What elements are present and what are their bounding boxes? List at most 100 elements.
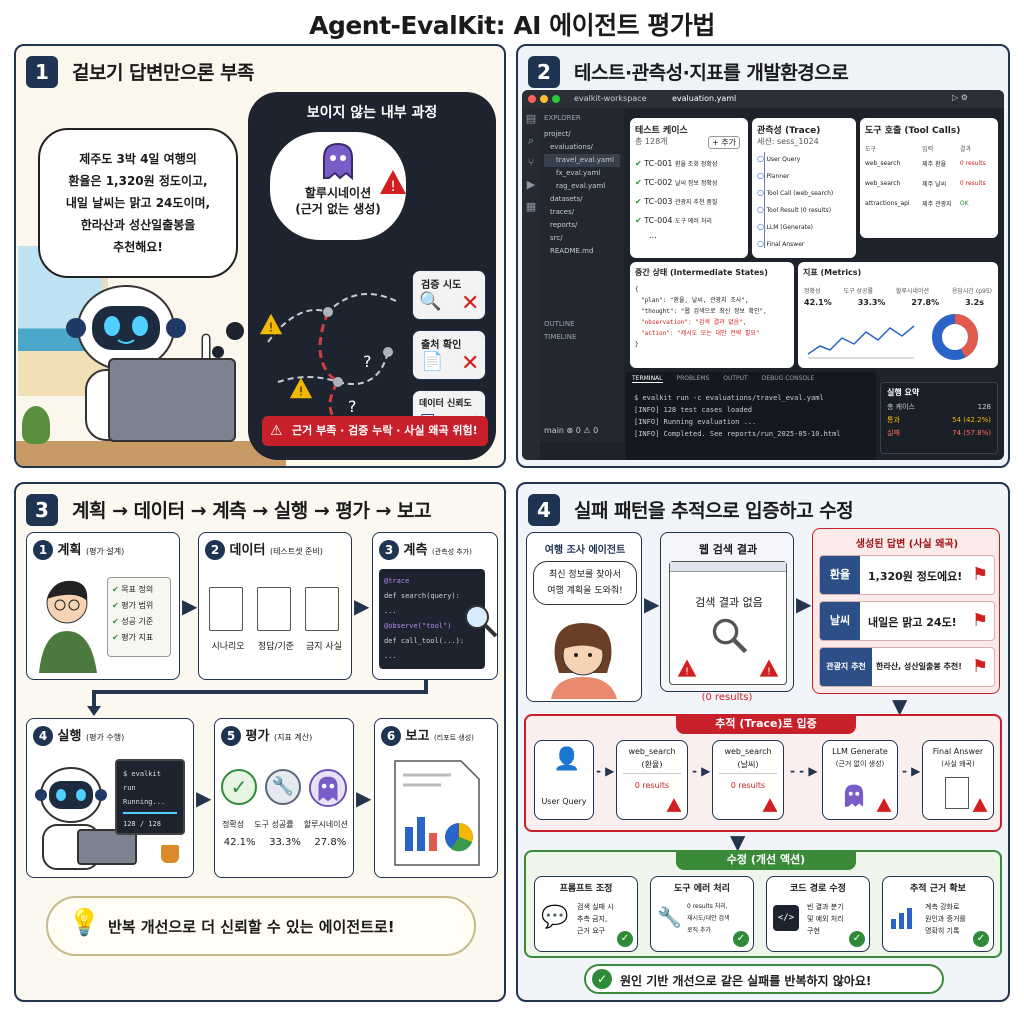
check-icon: ✓ [733,931,749,947]
tree-item[interactable]: reports/ [550,221,578,229]
tree-item[interactable]: traces/ [550,208,575,216]
warning-icon [666,798,682,812]
tab-output[interactable]: OUTPUT [723,375,748,382]
warning-icon: ! [380,170,406,195]
tab-terminal[interactable]: TERMINAL [632,375,663,383]
tab-problems[interactable]: PROBLEMS [676,375,710,382]
zero-results-label: (0 results) [701,692,753,703]
panel4-footer: ✓ 원인 기반 개선으로 같은 실패를 반복하지 않아요! [584,964,944,994]
chart-icon [891,908,912,929]
svg-text:!: ! [685,666,689,677]
ghost-icon [323,142,353,180]
hidden-process-title: 보이지 않는 내부 과정 [306,105,438,121]
extensions-icon[interactable]: ▦ [525,200,537,213]
test-row[interactable]: ✔ TC-003 관광지 추천 품질 [635,197,718,206]
fail-x-icon: ✕ [461,291,480,316]
test-row[interactable]: ✔ TC-002 날씨 정보 정확성 [635,178,718,187]
trace-node: LLM Generate (근거 없이 생성) [822,740,898,820]
speech-line: 제주도 3박 4일 여행의 [79,152,197,166]
wrench-icon: 🔧 [657,905,682,929]
editor-tab[interactable]: evaluation.yaml [672,94,737,103]
svg-text:?: ? [348,397,357,416]
trace-step[interactable]: ○ Tool Call (web_search) [757,188,834,197]
warning-icon: ! [677,659,697,677]
panel-dev-environment: 2 테스트·관측성·지표를 개발환경으로 evalkit-workspace e… [516,44,1010,468]
generated-answer-card: 생성된 답변 (사실 왜곡) 환율 1,320원 정도에요! ⚑ 날씨 내일은 … [812,528,1000,694]
step-data: 2 데이터 (테스트셋 준비) 시나리오 정답/기준 금지 사실 [198,532,352,680]
metrics-donut-icon [932,314,978,360]
trace-step[interactable]: ○ User Query [757,154,801,163]
tree-item[interactable]: rag_eval.yaml [556,182,606,190]
arrow-right: ▶ [356,786,372,810]
warning-icon: ⚠ [270,423,283,439]
git-icon[interactable]: ⑂ [527,156,535,169]
arrow-right: ▶ [354,594,370,618]
maximize-dot[interactable] [552,95,560,103]
debug-icon[interactable]: ▶ [526,178,536,191]
coffee-mug-icon [161,845,179,863]
terminal-panel: TERMINAL PROBLEMS OUTPUT DEBUG CONSOLE $… [626,372,876,460]
arrow-right: ▶ [182,594,198,618]
panel-heading: 테스트·관측성·지표를 개발환경으로 [574,62,849,84]
files-icon[interactable]: ▤ [525,112,537,125]
test-row[interactable]: ✔ TC-001 환율 조회 정확성 [635,159,718,168]
tree-item[interactable]: project/ [544,130,571,138]
close-dot[interactable] [528,95,536,103]
warning-icon [762,798,778,812]
tree-item[interactable]: README.md [550,247,594,255]
code-icon: </> [773,905,799,931]
panel-number: 1 [26,56,58,88]
tree-item[interactable]: evaluations/ [550,143,593,151]
speech-line: 한라산과 성산일출봉을 [80,218,196,232]
panel-failure-trace: 4 실패 패턴을 추적으로 입증하고 수정 여행 조사 에이전트 최신 정보를 … [516,482,1010,1002]
window-title: evalkit-workspace [574,94,647,103]
tree-item[interactable]: fx_eval.yaml [556,169,601,177]
tree-item-active[interactable]: travel_eval.yaml [544,154,620,167]
panel-number: 3 [26,494,58,526]
warning-icon: ! [289,377,313,399]
check-icon: ✓ [221,769,257,805]
tree-item[interactable]: datasets/ [550,195,583,203]
wrench-icon: 🔧 [265,769,301,805]
laptop-icon [108,358,236,442]
speech-line: 내일 날씨는 맑고 24도이며, [65,196,211,210]
magnifier-icon: 🔍 [419,291,442,312]
step-report: 6 보고 (리포트 생성) [374,718,498,878]
laptop-icon [77,829,137,865]
svg-text:?: ? [363,352,372,371]
speech-icon: 💬 [541,905,569,930]
flag-icon: ⚑ [972,564,989,585]
run-monitor: $ evalkit run Running... 128 / 128 [115,759,185,835]
tests-card: 테스트 케이스 총 128개 + 추가 ✔ TC-001 환율 조회 정확성 ✔… [630,118,748,258]
tree-item[interactable]: src/ [550,234,563,242]
trace-node: web_search (환율) 0 results [616,740,688,820]
trace-step[interactable]: ○ Planner [757,171,790,180]
panel-number: 2 [528,56,560,88]
add-test-button[interactable]: + 추가 [708,136,740,149]
panel-heading: 계획 → 데이터 → 계측 → 실행 → 평가 → 보고 [72,500,432,522]
minimize-dot[interactable] [540,95,548,103]
intermediate-states-card: 중간 상태 (Intermediate States) { "plan": "환… [630,262,794,368]
arrow-right: ▶ [196,786,212,810]
document-icon [209,587,243,631]
explorer-sidebar: EXPLORER project/ evaluations/ travel_ev… [540,108,624,442]
trace-step[interactable]: ○ LLM (Generate) [757,222,814,231]
magnifier-icon [465,605,498,638]
ide-titlebar: evalkit-workspace evaluation.yaml ▷ ⚙ [522,90,1004,108]
panel-heading: 실패 패턴을 추적으로 입증하고 수정 [574,500,854,522]
search-icon[interactable]: ⌕ [527,134,535,147]
speech-line: 환율은 1,320원 정도이고, [68,174,208,188]
check-box-verify: 검증 시도 🔍 ✕ [412,270,486,320]
trace-step[interactable]: ○ Final Answer [757,239,805,248]
warning-icon: ! [759,659,779,677]
fail-x-icon: ✕ [461,351,480,376]
person-icon [39,580,97,673]
tab-debug-console[interactable]: DEBUG CONSOLE [761,375,815,382]
trace-step[interactable]: ○ Tool Result (0 results) [757,205,832,214]
agent-speech-bubble: 최신 정보를 찾아서 여행 계획을 도와줘! [533,561,637,605]
run-icon[interactable]: ▷ ⚙ [952,93,968,102]
test-row[interactable]: ✔ TC-004 도구 에러 처리 [635,216,712,225]
